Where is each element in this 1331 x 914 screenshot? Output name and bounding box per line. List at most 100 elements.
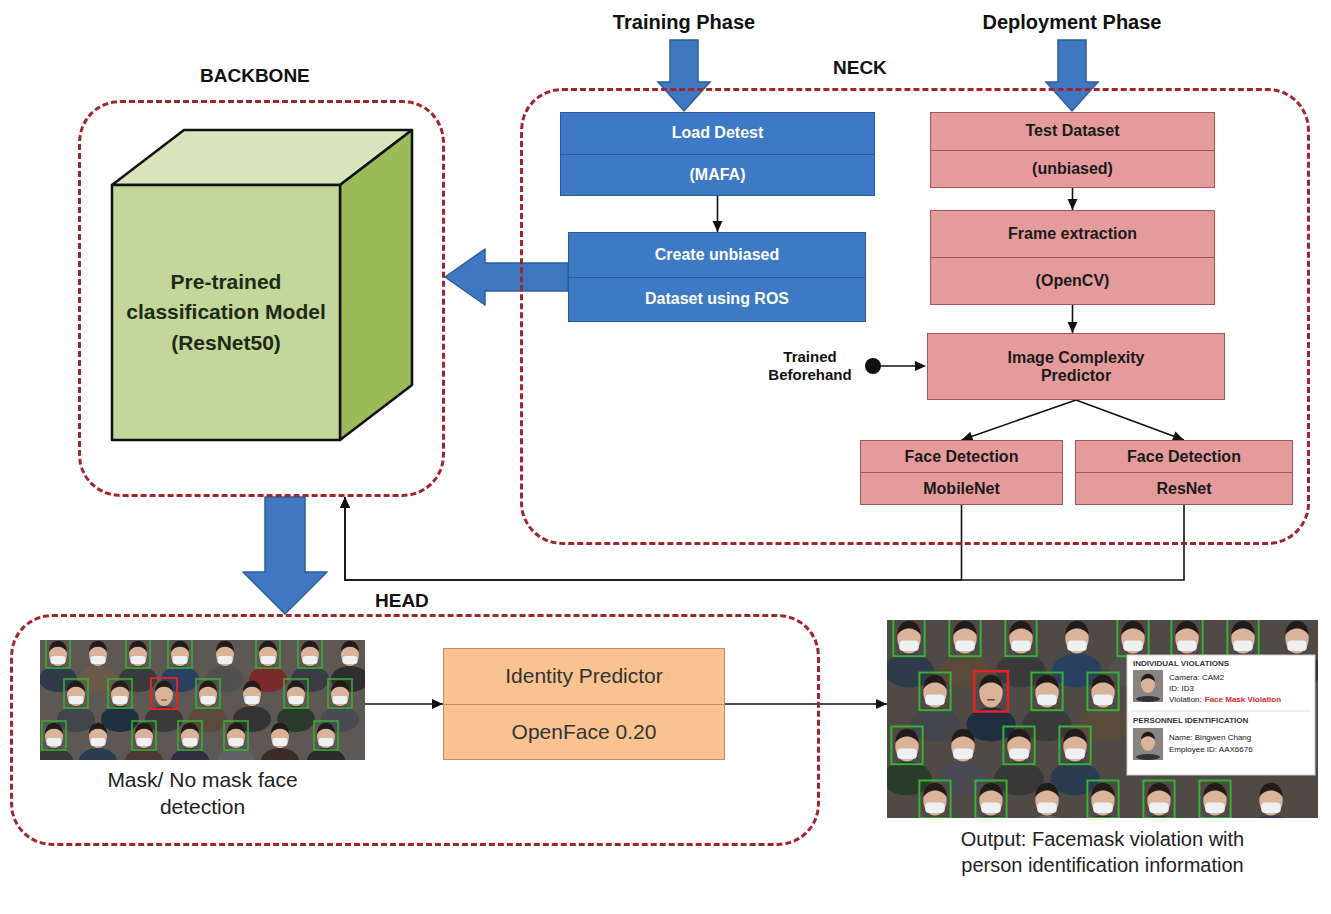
connector-line (345, 497, 1184, 580)
box-label: Face Detection (1127, 448, 1241, 466)
box-row: Load Detest (561, 113, 874, 154)
person-figure (101, 679, 139, 732)
input-arrowhead (915, 361, 926, 371)
connector (713, 196, 723, 232)
box-row: Face Detection (1076, 441, 1292, 472)
person-figure (910, 673, 959, 742)
arrowhead (713, 221, 723, 232)
process-box: Image Complexity Predictor (927, 333, 1225, 400)
box-row: Image Complexity Predictor (928, 334, 1224, 399)
text-label: Trained Beforehand (760, 348, 860, 384)
region-heading: BACKBONE (200, 65, 310, 87)
box-row: Test Dataset (931, 113, 1214, 150)
process-box: Load Detest (MAFA) (560, 112, 875, 196)
connector (962, 400, 1077, 441)
face-thumbnail-body (1136, 696, 1160, 702)
box-row: (OpenCV) (931, 257, 1214, 304)
person-figure (887, 620, 934, 687)
region-heading: NECK (833, 57, 887, 79)
person-figure (40, 721, 73, 760)
info-panel (1127, 655, 1315, 775)
connector-line (1076, 400, 1184, 440)
picture-caption: Output: Facemask violation with person i… (933, 826, 1273, 878)
arrowhead (1068, 322, 1078, 333)
text-label: Training Phase (613, 10, 755, 34)
box-row: ResNet (1076, 472, 1292, 504)
process-box: Face DetectionMobileNet (860, 440, 1063, 505)
person-figure (910, 781, 959, 819)
dashed-region: NECKLoad Detest(MAFA)Create unbiasedData… (520, 88, 1310, 545)
text-label: Face Mask Violation (1205, 695, 1281, 705)
person-figure (57, 679, 95, 732)
face-thumbnail (1133, 670, 1163, 702)
person-figure (307, 721, 345, 760)
box-row: Identity Predictor (444, 649, 724, 704)
connector (1068, 188, 1078, 210)
input-dot (865, 358, 881, 374)
phase-arrow (658, 40, 710, 111)
connector (445, 249, 568, 305)
connector (365, 699, 443, 709)
box-row: Create unbiased (569, 233, 865, 277)
face-thumbnail-body (1136, 754, 1160, 760)
person-figure (1078, 673, 1127, 742)
cube-front (112, 185, 340, 440)
cube-block: Pre-trained classification Model (ResNet… (112, 130, 412, 440)
person-figure (79, 723, 117, 760)
person-figure (125, 721, 163, 760)
person-figure (79, 641, 117, 692)
dashed-region: HEADMask/ No mask face detectionIdentity… (10, 614, 820, 846)
box-label: Identity Predictor (505, 664, 663, 688)
person-figure (1190, 781, 1239, 819)
panel-divider (1131, 711, 1311, 712)
block-arrow (243, 497, 327, 614)
box-row: (MAFA) (561, 154, 874, 196)
connector (340, 497, 962, 580)
connector (243, 497, 327, 614)
process-box: Identity PredictorOpenFace 0.20 (443, 648, 725, 760)
person-figure (996, 620, 1045, 687)
arrowhead (1068, 199, 1078, 210)
arrowhead (340, 497, 350, 508)
connector (1068, 305, 1078, 333)
face-thumbnail-hair (1141, 674, 1155, 682)
person-figure (1050, 727, 1099, 796)
box-label: MobileNet (923, 480, 999, 498)
box-row: OpenFace 0.20 (444, 704, 724, 760)
person-figure (940, 620, 989, 687)
box-label: OpenFace 0.20 (512, 720, 657, 744)
connector-line (725, 703, 887, 705)
text-label: Violation: (1169, 695, 1202, 705)
person-figure (1134, 781, 1183, 819)
person-figure (1022, 673, 1071, 742)
person-figure (938, 729, 987, 796)
process-box: Face DetectionResNet (1075, 440, 1293, 505)
box-label: (OpenCV) (1036, 272, 1110, 290)
person-figure (966, 671, 1015, 741)
input-line (881, 365, 916, 367)
box-label: (unbiased) (1032, 160, 1113, 178)
output-photo (887, 620, 1318, 818)
box-label: Dataset using ROS (645, 290, 789, 308)
dashed-region: BACKBONEPre-trained classification Model… (78, 100, 445, 497)
picture-frame: Output: Facemask violation with person i… (887, 620, 1318, 878)
text-label: PERSONNEL IDENTIFICATION (1133, 716, 1248, 726)
face-thumbnail-hair (1141, 732, 1155, 740)
arrowhead (340, 497, 350, 508)
connector-line (962, 400, 1077, 440)
box-label: Load Detest (672, 124, 764, 142)
box-label: Frame extraction (1008, 225, 1137, 243)
connector (725, 699, 887, 709)
box-row: Face Detection (861, 441, 1062, 472)
person-figure (171, 721, 209, 760)
cube-side (340, 130, 412, 440)
person-figure (887, 727, 932, 796)
person-figure (1052, 621, 1101, 688)
text-label: Employee ID: AAX6676 (1169, 745, 1253, 755)
arrowhead (432, 699, 443, 709)
connector-line (345, 497, 962, 580)
box-row: Frame extraction (931, 211, 1214, 257)
cube-face: Pre-trained classification Model (ResNet… (112, 185, 340, 440)
